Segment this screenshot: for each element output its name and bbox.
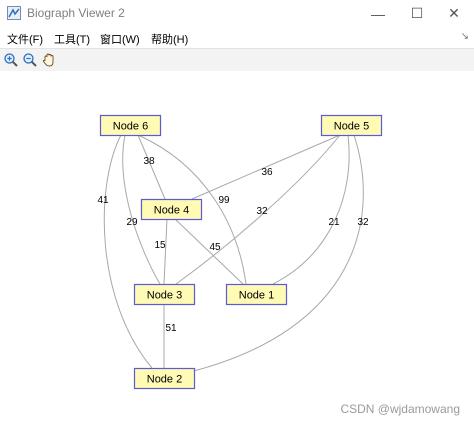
graph-node-n2[interactable]: Node 2: [133, 367, 196, 390]
menu-file[interactable]: 文件(F): [7, 34, 44, 46]
edge-n6-n2[interactable]: [103, 134, 153, 369]
edge-weight-label: 99: [218, 195, 230, 206]
edge-weight-label: 29: [126, 217, 138, 228]
zoom-out-icon[interactable]: [22, 52, 38, 68]
pan-hand-icon[interactable]: [41, 52, 57, 68]
edge-layer: 38 99 29 41 36 32 21 32 15 45 51: [97, 134, 369, 374]
menu-bar: 文件(F) 工具(T) 窗口(W) 帮助(H) ↘: [0, 28, 474, 47]
graph-node-n5[interactable]: Node 5: [320, 114, 383, 137]
graph-node-n6[interactable]: Node 6: [99, 114, 162, 137]
edge-weight-label: 36: [261, 167, 273, 178]
title-bar: Biograph Viewer 2 — ☐ ✕: [0, 0, 474, 27]
node-label: Node 2: [147, 374, 182, 386]
node-box[interactable]: [133, 283, 196, 306]
edge-n5-n4[interactable]: [191, 134, 341, 200]
node-box[interactable]: [225, 283, 288, 306]
edge-n5-n2[interactable]: [185, 134, 364, 374]
edge-weight-label: 21: [328, 217, 340, 228]
edge-n5-n3[interactable]: [175, 134, 341, 285]
graph-node-n1[interactable]: Node 1: [225, 283, 288, 306]
node-box[interactable]: [133, 367, 196, 390]
edge-weight-label: 41: [97, 195, 109, 206]
edge-weight-label: 32: [256, 206, 268, 217]
edge-weight-label: 51: [165, 323, 177, 334]
node-label: Node 4: [154, 205, 189, 217]
menu-tools[interactable]: 工具(T): [54, 34, 91, 46]
edge-weight-label: 15: [154, 240, 166, 251]
edge-n6-n4[interactable]: [137, 134, 166, 200]
edge-weight-label: 38: [143, 156, 155, 167]
edge-n6-n1[interactable]: [137, 134, 247, 285]
watermark-text: CSDN @wjdamowang: [340, 402, 460, 416]
biograph: 38 99 29 41 36 32 21 32 15 45 51 Node 6 Node 5 Node 4…: [97, 114, 383, 390]
node-label: Node 6: [113, 121, 148, 133]
node-layer: Node 6 Node 5 Node 4 Node 3 Node 1 Node 2: [99, 114, 383, 390]
node-label: Node 1: [239, 290, 274, 302]
edge-n5-n1[interactable]: [272, 134, 350, 285]
menu-window[interactable]: 窗口(W): [100, 34, 140, 46]
graph-node-n3[interactable]: Node 3: [133, 283, 196, 306]
edge-weight-label: 32: [357, 217, 369, 228]
minimize-button[interactable]: —: [371, 5, 385, 22]
toolbar: [0, 48, 474, 72]
window-title: Biograph Viewer 2: [27, 6, 125, 20]
node-label: Node 5: [334, 121, 369, 133]
node-box[interactable]: [99, 114, 162, 137]
node-label: Node 3: [147, 290, 182, 302]
node-box[interactable]: [140, 198, 203, 221]
edge-n4-n3[interactable]: [163, 218, 168, 285]
node-box[interactable]: [320, 114, 383, 137]
maximize-button[interactable]: ☐: [410, 5, 424, 21]
edge-weight-label: 45: [209, 242, 221, 253]
edge-n4-n1[interactable]: [174, 218, 244, 285]
zoom-in-icon[interactable]: [3, 52, 19, 68]
matlab-app-icon: [7, 6, 21, 20]
graph-canvas: 38 99 29 41 36 32 21 32 15 45 51 Node 6 Node 5 Node 4…: [0, 71, 474, 426]
close-button[interactable]: ✕: [448, 5, 460, 21]
undock-arrow-icon[interactable]: ↘: [460, 31, 469, 42]
edge-n6-n3[interactable]: [122, 134, 161, 285]
menu-help[interactable]: 帮助(H): [151, 34, 189, 46]
graph-node-n4[interactable]: Node 4: [140, 198, 203, 221]
